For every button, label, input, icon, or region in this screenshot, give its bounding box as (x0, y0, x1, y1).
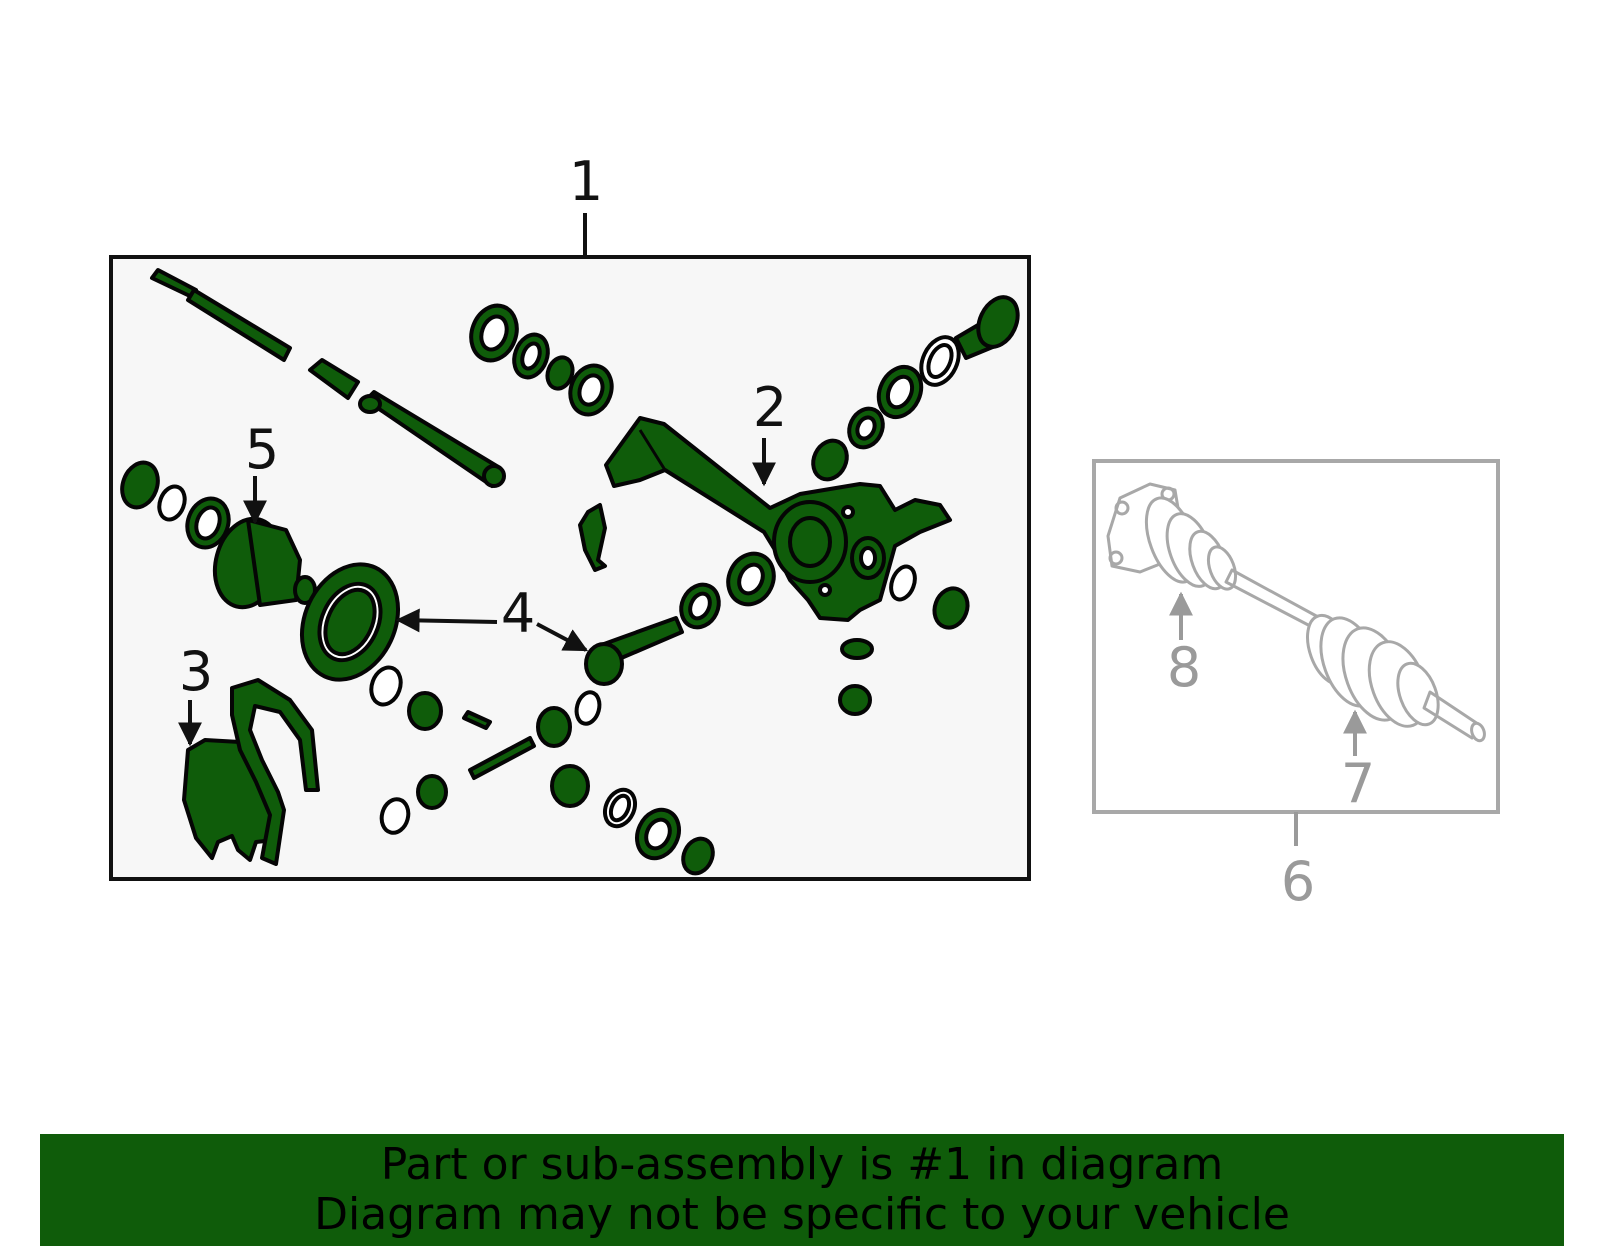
axle-shafts (150, 268, 506, 488)
left-seal-bearing-set (120, 460, 231, 550)
callout-4-arrow-right (536, 622, 589, 652)
callout-5: 5 (245, 418, 279, 481)
cv-drive-shaft (1106, 482, 1486, 743)
differential-case (212, 516, 317, 610)
ring-gear (299, 562, 401, 682)
spider-gears-and-washers (369, 665, 715, 876)
pinion-and-bearings (584, 551, 970, 716)
seal-bearing-set-right (811, 295, 1020, 482)
callout-4: 4 (501, 582, 535, 645)
callout-4-arrow-left (395, 608, 498, 633)
callout-2: 2 (753, 376, 787, 439)
side-bracket (578, 503, 607, 572)
callout-3: 3 (179, 640, 213, 703)
differential-carrier-housing (604, 416, 952, 622)
banner-line-2: Diagram may not be specific to your vehi… (314, 1189, 1290, 1240)
callout-8: 8 (1167, 636, 1201, 699)
info-banner: Part or sub-assembly is #1 in diagram Di… (40, 1134, 1564, 1246)
callout-7: 7 (1341, 752, 1375, 815)
banner-line-1: Part or sub-assembly is #1 in diagram (380, 1139, 1224, 1190)
seal-bearing-set-upper (469, 303, 614, 417)
cover-and-gasket (182, 678, 320, 866)
callout-1: 1 (569, 150, 603, 213)
callout-6: 6 (1281, 850, 1315, 913)
